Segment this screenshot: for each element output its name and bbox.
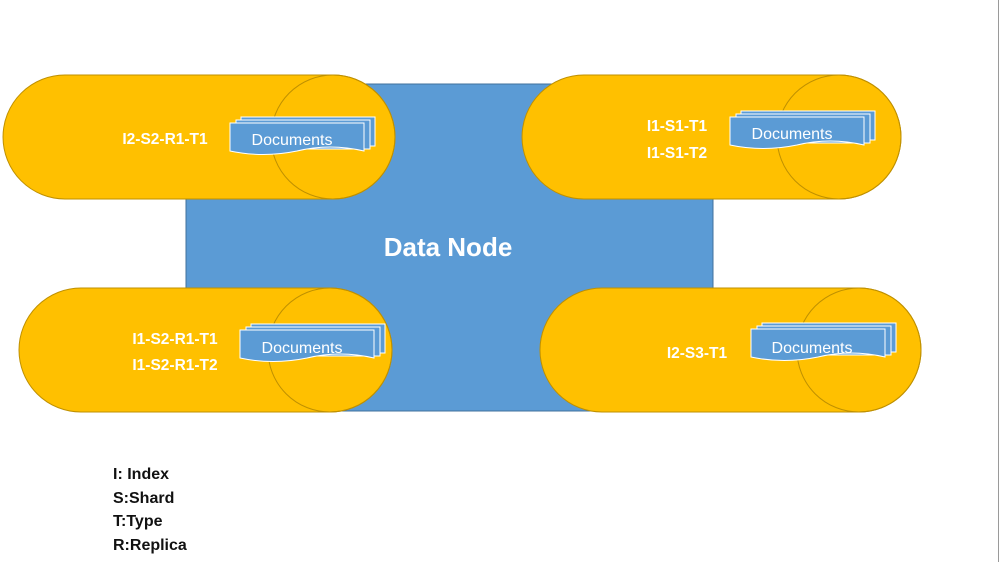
documents-stack-icon: Documents <box>229 116 376 155</box>
shard-label: I1-S1-T1 <box>647 118 708 135</box>
shard-cylinder: I2-S3-T1 Documents <box>539 287 922 413</box>
shard-cylinder: I1-S2-R1-T1 I1-S2-R1-T2 Documents <box>18 287 393 413</box>
slide-edge-divider <box>998 0 999 562</box>
legend-item: S:Shard <box>113 489 175 507</box>
document-page <box>729 116 865 149</box>
documents-label: Documents <box>772 340 853 357</box>
documents-stack-icon: Documents <box>239 323 386 362</box>
shard-cylinder: I2-S2-R1-T1 Documents <box>2 74 396 200</box>
documents-stack-icon: Documents <box>750 322 897 361</box>
shard-label: I1-S1-T2 <box>647 145 707 162</box>
documents-label: Documents <box>252 132 333 149</box>
shard-label: I1-S2-R1-T2 <box>132 357 217 374</box>
document-page <box>750 328 886 361</box>
shard-label: I2-S3-T1 <box>667 345 728 362</box>
legend-item: I: Index <box>113 466 170 483</box>
documents-label: Documents <box>752 126 833 143</box>
legend: I: Index S:Shard T:Type R:Replica <box>113 463 187 557</box>
data-node-title: Data Node <box>384 232 513 262</box>
document-page <box>239 329 375 362</box>
legend-item: R:Replica <box>113 536 187 554</box>
legend-item: T:Type <box>113 513 163 530</box>
shard-cylinder: I1-S1-T1 I1-S1-T2 Documents <box>521 74 902 200</box>
shard-label: I1-S2-R1-T1 <box>132 331 218 348</box>
shard-label: I2-S2-R1-T1 <box>122 131 208 148</box>
document-page <box>229 122 365 155</box>
documents-label: Documents <box>262 340 343 357</box>
documents-stack-icon: Documents <box>729 110 876 149</box>
